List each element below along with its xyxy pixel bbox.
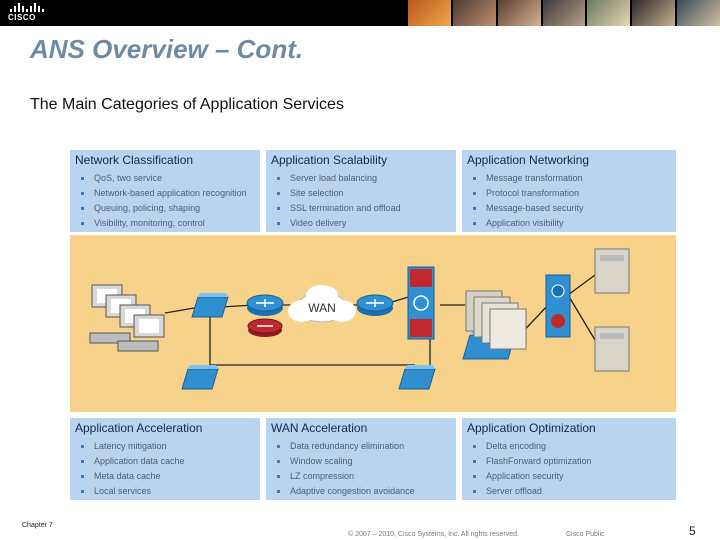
branch-edge-switch-icon <box>181 365 219 390</box>
chapter-label: Chapter 7 <box>22 522 53 529</box>
list-item-text: Network-based application recognition <box>94 188 247 198</box>
list-item: Application data cache <box>81 454 185 469</box>
list-item-text: SSL termination and offload <box>290 203 401 213</box>
panel-network-classification: Network Classification QoS, two service … <box>70 150 260 232</box>
page-number: 5 <box>689 524 696 538</box>
list-item-text: Site selection <box>290 188 344 198</box>
list-item: Server load balancing <box>277 171 401 186</box>
copyright-text: © 2007 – 2010, Cisco Systems, Inc. All r… <box>348 531 519 538</box>
list-item: Adaptive congestion avoidance <box>277 484 415 499</box>
list-item: Data redundancy elimination <box>277 439 415 454</box>
list-item-text: Queuing, policing, shaping <box>94 203 201 213</box>
banner-photo <box>542 0 586 26</box>
panel-application-scalability: Application Scalability Server load bala… <box>266 150 456 232</box>
list-item-text: Meta data cache <box>94 471 161 481</box>
cisco-bridge-icon <box>10 3 48 12</box>
panel-title: Network Classification <box>75 153 194 167</box>
headend-router-icon <box>356 294 394 316</box>
slide-subtitle: The Main Categories of Application Servi… <box>30 96 344 113</box>
panel-title: Application Networking <box>467 153 590 167</box>
panel-application-networking: Application Networking Message transform… <box>462 150 676 232</box>
list-item-text: Application data cache <box>94 456 185 466</box>
logo-text: CISCO <box>8 13 36 22</box>
list-item: Application visibility <box>473 216 584 231</box>
list-item-text: Adaptive congestion avoidance <box>290 486 415 496</box>
list-item: Window scaling <box>277 454 415 469</box>
list-item: Queuing, policing, shaping <box>81 201 247 216</box>
list-item: Site selection <box>277 186 401 201</box>
list-item-text: QoS, two service <box>94 173 163 183</box>
list-item: Visibility, monitoring, control <box>81 216 247 231</box>
list-item-text: Latency mitigation <box>94 441 167 451</box>
list-item: Application security <box>473 469 592 484</box>
classification-label: Cisco Public <box>566 531 605 538</box>
datacenter-edge-switch-icon <box>398 365 436 390</box>
list-item-text: Server offload <box>486 486 542 496</box>
banner-photo <box>677 0 720 26</box>
banner-photo <box>497 0 541 26</box>
aggregation-chassis-icon <box>407 266 435 340</box>
list-item: Protocol transformation <box>473 186 584 201</box>
list-item-text: FlashForward optimization <box>486 456 592 466</box>
list-item-text: LZ compression <box>290 471 355 481</box>
wan-cloud-icon <box>288 285 356 323</box>
client-workstations-icon <box>89 284 165 352</box>
branch-acceleration-appliance-icon <box>247 318 283 337</box>
branch-switch-icon <box>191 293 229 318</box>
list-item: Video delivery <box>277 216 401 231</box>
panel-application-optimization: Application Optimization Delta encoding … <box>462 418 676 500</box>
list-item: SSL termination and offload <box>277 201 401 216</box>
panel-title: WAN Acceleration <box>271 421 368 435</box>
list-item: QoS, two service <box>81 171 247 186</box>
application-networking-chassis-icon <box>545 274 571 338</box>
panel-title: Application Scalability <box>271 153 388 167</box>
list-item: Message-based security <box>473 201 584 216</box>
banner-photo <box>587 0 631 26</box>
list-item-text: Application security <box>486 471 564 481</box>
panel-title: Application Optimization <box>467 421 596 435</box>
banner-photo <box>632 0 676 26</box>
connection-lines <box>164 274 596 366</box>
list-item: Meta data cache <box>81 469 185 484</box>
network-diagram-svg: WAN <box>89 248 630 390</box>
banner-photo <box>452 0 496 26</box>
panel-application-acceleration: Application Acceleration Latency mitigat… <box>70 418 260 500</box>
slide-title: ANS Overview – Cont. <box>30 34 304 64</box>
network-diagram: WAN <box>70 235 676 412</box>
list-item-text: Application visibility <box>486 218 564 228</box>
list-item-text: Data redundancy elimination <box>290 441 405 451</box>
list-item: Message transformation <box>473 171 584 186</box>
list-item-text: Delta encoding <box>486 441 547 451</box>
application-server-icon <box>594 248 630 294</box>
list-item: Local services <box>81 484 185 499</box>
server-cluster-icon <box>465 290 527 350</box>
panel-wan-acceleration: WAN Acceleration Data redundancy elimina… <box>266 418 456 500</box>
list-item-text: Protocol transformation <box>486 188 580 198</box>
banner-photo <box>408 0 451 26</box>
cisco-logo: CISCO <box>8 3 48 23</box>
list-item-text: Message-based security <box>486 203 584 213</box>
list-item: LZ compression <box>277 469 415 484</box>
list-item-text: Server load balancing <box>290 173 378 183</box>
top-banner: CISCO <box>0 0 720 26</box>
banner-photo-strip <box>408 0 720 26</box>
wan-label: WAN <box>308 301 336 315</box>
list-item: Network-based application recognition <box>81 186 247 201</box>
list-item: FlashForward optimization <box>473 454 592 469</box>
list-item-text: Window scaling <box>290 456 353 466</box>
list-item-text: Visibility, monitoring, control <box>94 218 205 228</box>
list-item: Server offload <box>473 484 592 499</box>
database-server-icon <box>594 326 630 372</box>
branch-router-icon <box>246 294 284 316</box>
list-item: Latency mitigation <box>81 439 185 454</box>
panel-title: Application Acceleration <box>75 421 203 435</box>
list-item-text: Local services <box>94 486 152 496</box>
list-item: Delta encoding <box>473 439 592 454</box>
list-item-text: Video delivery <box>290 218 347 228</box>
list-item-text: Message transformation <box>486 173 583 183</box>
